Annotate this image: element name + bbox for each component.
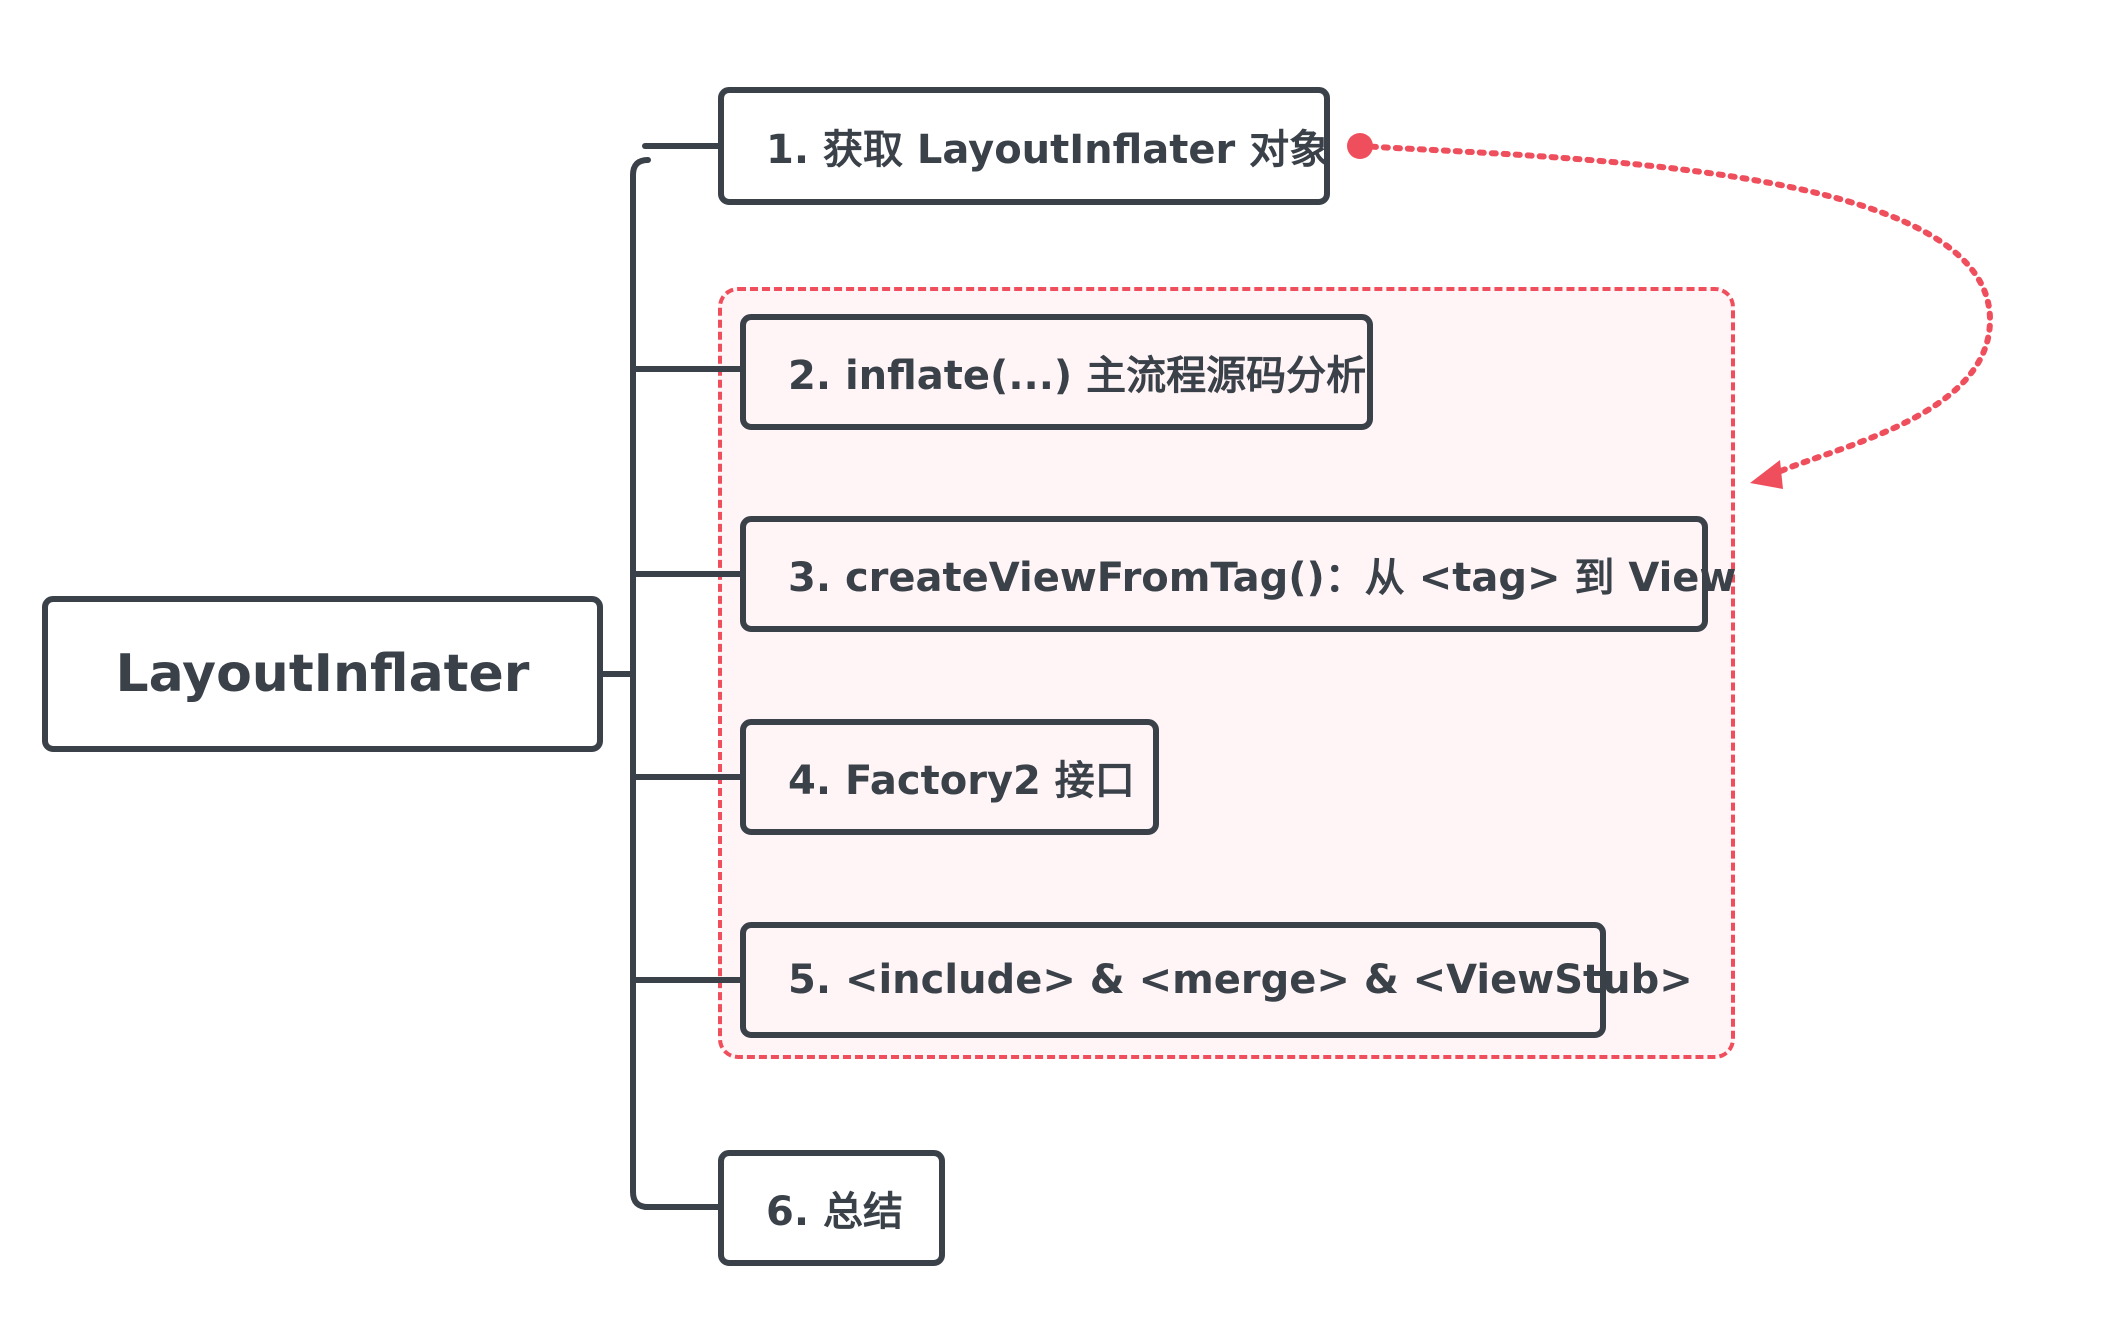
root-node[interactable]: LayoutInflater: [42, 596, 603, 752]
relationship-start-dot: [1347, 133, 1373, 159]
topic-node-5-label: 5. <include> & <merge> & <ViewStub>: [788, 957, 1693, 1003]
topic-node-1-label: 1. 获取 LayoutInflater 对象: [766, 127, 1330, 173]
topic-node-6[interactable]: 6. 总结: [718, 1150, 945, 1266]
topic-node-6-label: 6. 总结: [766, 1189, 903, 1235]
root-node-label: LayoutInflater: [115, 644, 530, 704]
topic-node-4-label: 4. Factory2 接口: [788, 758, 1135, 804]
topic-node-2-label: 2. inflate(...) 主流程源码分析: [788, 353, 1367, 399]
relationship-dotted-arrow: [1357, 143, 1994, 479]
topic-node-3[interactable]: 3. createViewFromTag()：从 <tag> 到 View: [740, 516, 1736, 632]
branch-connector-2: [630, 366, 743, 375]
topic-node-5[interactable]: 5. <include> & <merge> & <ViewStub>: [740, 922, 1693, 1038]
topic-node-2[interactable]: 2. inflate(...) 主流程源码分析: [740, 314, 1373, 430]
relationship-arrowhead: [1750, 460, 1783, 489]
topic-node-1[interactable]: 1. 获取 LayoutInflater 对象: [718, 87, 1330, 205]
topic-node-3-label: 3. createViewFromTag()：从 <tag> 到 View: [788, 555, 1737, 601]
topic-node-4[interactable]: 4. Factory2 接口: [740, 719, 1159, 835]
spine-connector: [630, 157, 651, 1210]
